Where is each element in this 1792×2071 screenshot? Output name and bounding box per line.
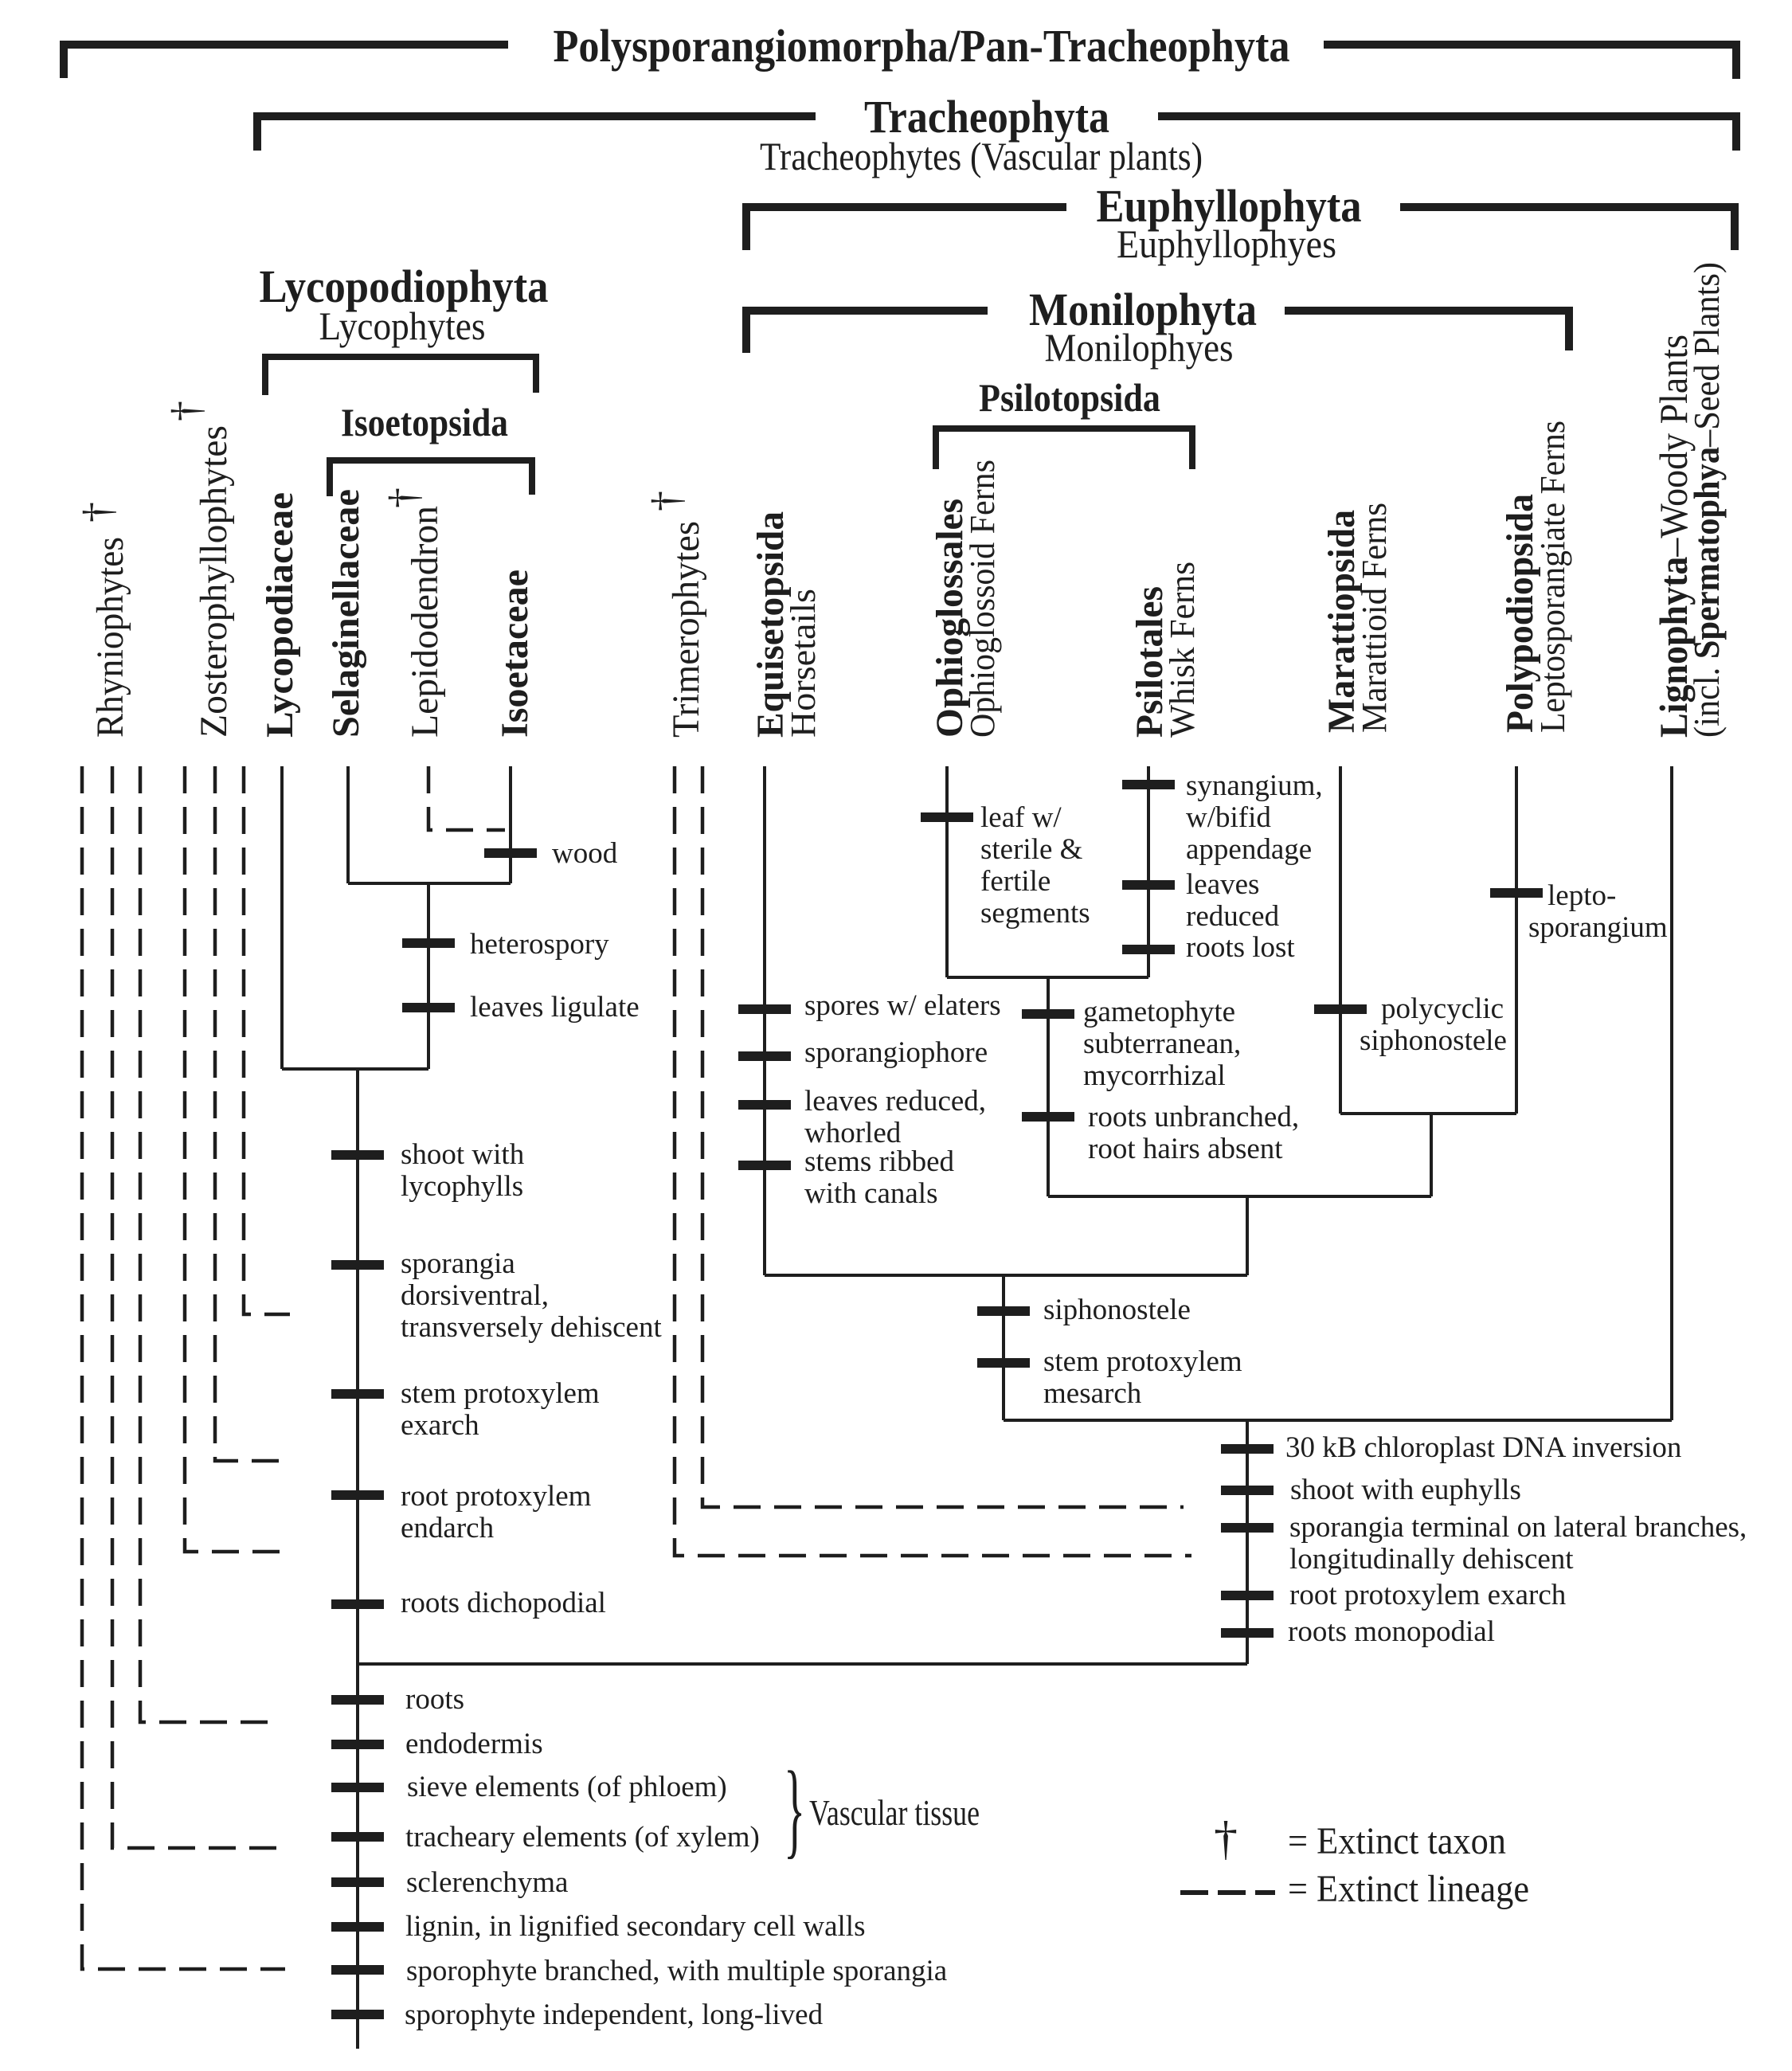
svg-text:roots dichopodial: roots dichopodial [401, 1587, 606, 1619]
svg-text:siphonostele: siphonostele [1043, 1294, 1191, 1326]
svg-text:stems ribbed: stems ribbed [804, 1145, 955, 1178]
svg-text:leaves ligulate: leaves ligulate [470, 991, 640, 1024]
svg-text:Lepidodendron: Lepidodendron [404, 506, 446, 738]
svg-text:Polypodiopsida: Polypodiopsida [1499, 494, 1541, 733]
svg-text:= Extinct taxon: = Extinct taxon [1288, 1820, 1506, 1862]
svg-text:subterranean,: subterranean, [1083, 1028, 1241, 1060]
svg-text:roots monopodial: roots monopodial [1288, 1615, 1495, 1648]
svg-text:Rhyniophytes: Rhyniophytes [89, 537, 131, 738]
svg-text:heterospory: heterospory [470, 928, 609, 961]
svg-text:†: † [76, 502, 121, 523]
svg-text:transversely dehiscent: transversely dehiscent [401, 1311, 662, 1344]
svg-text:Isoetopsida: Isoetopsida [341, 400, 508, 444]
svg-text:Selaginellaceae: Selaginellaceae [325, 489, 367, 738]
svg-text:(incl. Spermatophya–Seed Plant: (incl. Spermatophya–Seed Plants) [1687, 262, 1727, 738]
svg-text:Marattiopsida: Marattiopsida [1321, 510, 1363, 733]
svg-text:Zosterophyllophytes: Zosterophyllophytes [193, 425, 235, 738]
svg-text:Monilophyta: Monilophyta [1029, 284, 1257, 335]
svg-text:lepto-: lepto- [1547, 879, 1616, 912]
svg-text:Ophioglossoid Ferns: Ophioglossoid Ferns [963, 460, 1002, 738]
svg-text:dorsiventral,: dorsiventral, [401, 1279, 549, 1312]
svg-text:roots unbranched,: roots unbranched, [1088, 1101, 1299, 1133]
svg-text:sterile &: sterile & [980, 833, 1083, 866]
svg-text:tracheary elements (of xylem): tracheary elements (of xylem) [405, 1821, 760, 1854]
svg-text:Trimerophytes: Trimerophytes [665, 521, 707, 738]
svg-text:Leptosporangiate Ferns: Leptosporangiate Ferns [1533, 421, 1572, 733]
svg-text:Lycopodiaceae: Lycopodiaceae [259, 492, 301, 738]
svg-text:mesarch: mesarch [1043, 1377, 1142, 1410]
svg-text:root hairs absent: root hairs absent [1088, 1133, 1283, 1165]
svg-text:Ophioglossales: Ophioglossales [929, 499, 971, 738]
svg-text:sporophyte branched, with mult: sporophyte branched, with multiple spora… [406, 1955, 947, 1987]
svg-text:endodermis: endodermis [405, 1728, 543, 1760]
svg-text:root protoxylem exarch: root protoxylem exarch [1289, 1579, 1567, 1611]
svg-text:†: † [644, 491, 690, 511]
svg-text:lycophylls: lycophylls [401, 1170, 523, 1203]
svg-text:endarch: endarch [401, 1512, 495, 1544]
svg-text:spores w/ elaters: spores w/ elaters [804, 989, 1001, 1022]
svg-text:with canals: with canals [804, 1177, 937, 1210]
svg-text:roots lost: roots lost [1186, 931, 1295, 964]
svg-text:siphonostele: siphonostele [1360, 1024, 1507, 1057]
svg-text:sporophyte independent, long-l: sporophyte independent, long-lived [405, 1999, 824, 2031]
svg-text:exarch: exarch [401, 1409, 479, 1442]
svg-text:sieve elements (of phloem): sieve elements (of phloem) [407, 1771, 727, 1803]
svg-text:Whisk Ferns: Whisk Ferns [1163, 562, 1202, 738]
svg-text:†: † [164, 401, 209, 421]
svg-text:Euphyllophyes: Euphyllophyes [1117, 221, 1336, 266]
svg-text:shoot with euphylls: shoot with euphylls [1290, 1474, 1521, 1506]
svg-text:sporangia: sporangia [401, 1247, 515, 1280]
svg-text:Psilotales: Psilotales [1129, 586, 1171, 738]
svg-text:Lycophytes: Lycophytes [319, 303, 486, 348]
svg-text:†: † [1214, 1812, 1238, 1865]
svg-text:sclerenchyma: sclerenchyma [406, 1866, 568, 1899]
svg-text:Tracheophyta: Tracheophyta [864, 91, 1109, 143]
svg-text:30 kB chloroplast DNA inversio: 30 kB chloroplast DNA inversion [1285, 1431, 1681, 1464]
svg-text:sporangium: sporangium [1528, 911, 1668, 944]
svg-text:segments: segments [980, 897, 1090, 930]
svg-text:Vascular tissue: Vascular tissue [809, 1792, 980, 1833]
svg-text:synangium,: synangium, [1186, 769, 1323, 802]
svg-text:sporangiophore: sporangiophore [804, 1036, 988, 1069]
svg-text:†: † [381, 487, 427, 508]
svg-text:root protoxylem: root protoxylem [401, 1480, 592, 1513]
svg-text:leaf w/: leaf w/ [980, 801, 1062, 834]
svg-text:}: } [784, 1750, 805, 1869]
svg-text:Psilotopsida: Psilotopsida [979, 375, 1160, 420]
svg-text:Horsetails: Horsetails [784, 589, 823, 738]
svg-text:reduced: reduced [1186, 900, 1280, 933]
svg-text:w/bifid: w/bifid [1186, 801, 1271, 834]
svg-text:shoot with: shoot with [401, 1138, 525, 1171]
svg-text:mycorrhizal: mycorrhizal [1083, 1059, 1226, 1092]
svg-text:Equisetopsida: Equisetopsida [749, 511, 792, 738]
svg-text:leaves reduced,: leaves reduced, [804, 1085, 986, 1118]
svg-text:gametophyte: gametophyte [1083, 996, 1235, 1028]
svg-text:Lignophyta–Woody Plants: Lignophyta–Woody Plants [1651, 335, 1696, 738]
svg-text:Marattioid Ferns: Marattioid Ferns [1355, 503, 1394, 733]
svg-text:Polysporangiomorpha/Pan-Trache: Polysporangiomorpha/Pan-Tracheophyta [554, 20, 1290, 72]
svg-text:appendage: appendage [1186, 833, 1312, 866]
svg-text:Tracheophytes (Vascular plants: Tracheophytes (Vascular plants) [760, 134, 1203, 178]
svg-text:Isoetaceae: Isoetaceae [494, 570, 536, 738]
svg-text:sporangia terminal on lateral: sporangia terminal on lateral branches, [1289, 1511, 1747, 1544]
svg-text:roots: roots [405, 1683, 464, 1716]
svg-text:Monilophyes: Monilophyes [1045, 325, 1234, 370]
svg-text:= Extinct lineage: = Extinct lineage [1288, 1868, 1529, 1910]
svg-text:fertile: fertile [980, 865, 1051, 898]
svg-text:wood: wood [552, 837, 618, 870]
svg-text:leaves: leaves [1186, 868, 1259, 901]
svg-text:stem protoxylem: stem protoxylem [1043, 1345, 1242, 1378]
svg-text:polycyclic: polycyclic [1381, 992, 1504, 1025]
svg-text:Euphyllophyta: Euphyllophyta [1097, 180, 1362, 232]
svg-text:Lycopodiophyta: Lycopodiophyta [260, 260, 549, 312]
svg-text:whorled: whorled [804, 1117, 902, 1149]
svg-text:stem protoxylem: stem protoxylem [401, 1377, 600, 1410]
svg-text:lignin, in lignified secondary: lignin, in lignified secondary cell wall… [405, 1910, 865, 1943]
svg-text:longitudinally dehiscent: longitudinally dehiscent [1289, 1543, 1574, 1576]
